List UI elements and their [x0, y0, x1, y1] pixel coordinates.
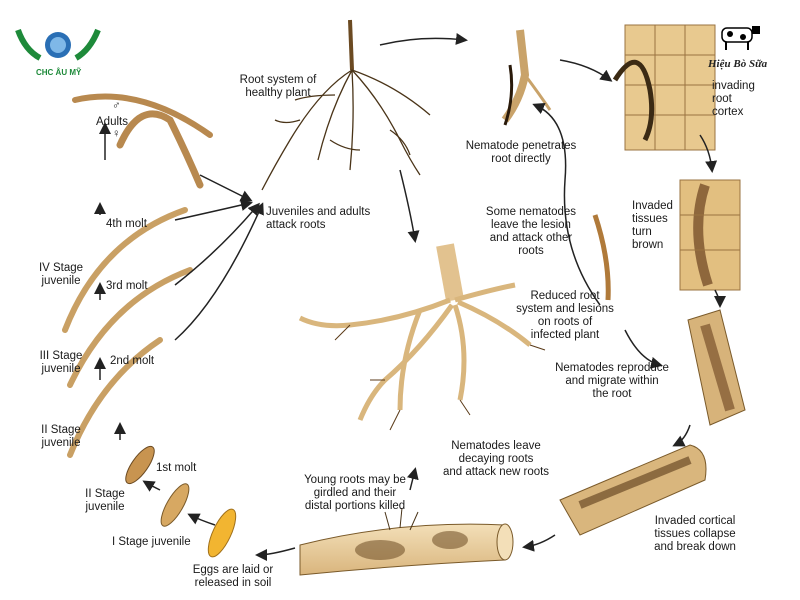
cow-icon	[721, 26, 760, 50]
label-reduced: Reduced root system and lesions on roots…	[516, 290, 614, 341]
label-turn-brown: Invaded tissues turn brown	[632, 200, 673, 251]
root-segment-reproduction	[687, 309, 746, 426]
label-healthy-roots: Root system of healthy plant	[239, 74, 317, 99]
label-stage1: I Stage juvenile	[112, 536, 191, 548]
cycle-arrows	[94, 33, 726, 561]
nematode-life-stages	[62, 93, 237, 558]
label-molt3: 3rd molt	[106, 280, 148, 292]
label-penetrates: Nematode penetrates root directly	[465, 140, 577, 165]
label-adults: Adults	[96, 116, 128, 128]
lesioned-root	[299, 507, 514, 576]
label-leave-decaying: Nematodes leave decaying roots and attac…	[442, 440, 550, 478]
label-molt1: 1st molt	[156, 462, 197, 474]
label-stage4: IV Stage juvenile	[38, 262, 84, 287]
label-molt4: 4th molt	[106, 218, 147, 230]
label-attack: Juveniles and adults attack roots	[266, 206, 371, 231]
female-symbol: ♀	[112, 128, 121, 140]
collapsed-cortical-tissue	[559, 444, 707, 536]
brand-label: Hiệu Bò Sữa	[708, 58, 768, 70]
label-stage2-upper: II Stage juvenile	[41, 424, 81, 449]
logo-emblem	[15, 28, 101, 61]
label-stage3: III Stage juvenile	[39, 350, 83, 375]
label-stage2-lower: II Stage juvenile	[85, 488, 125, 513]
label-collapse: Invaded cortical tissues collapse and br…	[654, 515, 736, 553]
label-invading: invading root cortex	[712, 80, 755, 118]
migrating-nematode	[592, 214, 611, 301]
label-reproduce: Nematodes reproduce and migrate within t…	[555, 362, 669, 400]
invaded-tissue-cells	[679, 179, 741, 291]
logo-text: CHC ÂU MỸ	[36, 68, 82, 77]
male-symbol: ♂	[112, 100, 121, 112]
label-girdled: Young roots may be girdled and their dis…	[304, 474, 406, 512]
infected-root-system	[298, 243, 546, 431]
label-leave-lesion: Some nematodes leave the lesion and atta…	[485, 206, 577, 257]
healthy-root-system	[261, 19, 431, 191]
root-penetration-illustration	[501, 29, 552, 126]
label-molt2: 2nd molt	[110, 355, 155, 367]
root-cortex-cells	[612, 24, 716, 151]
label-eggs: Eggs are laid or released in soil	[192, 564, 274, 589]
